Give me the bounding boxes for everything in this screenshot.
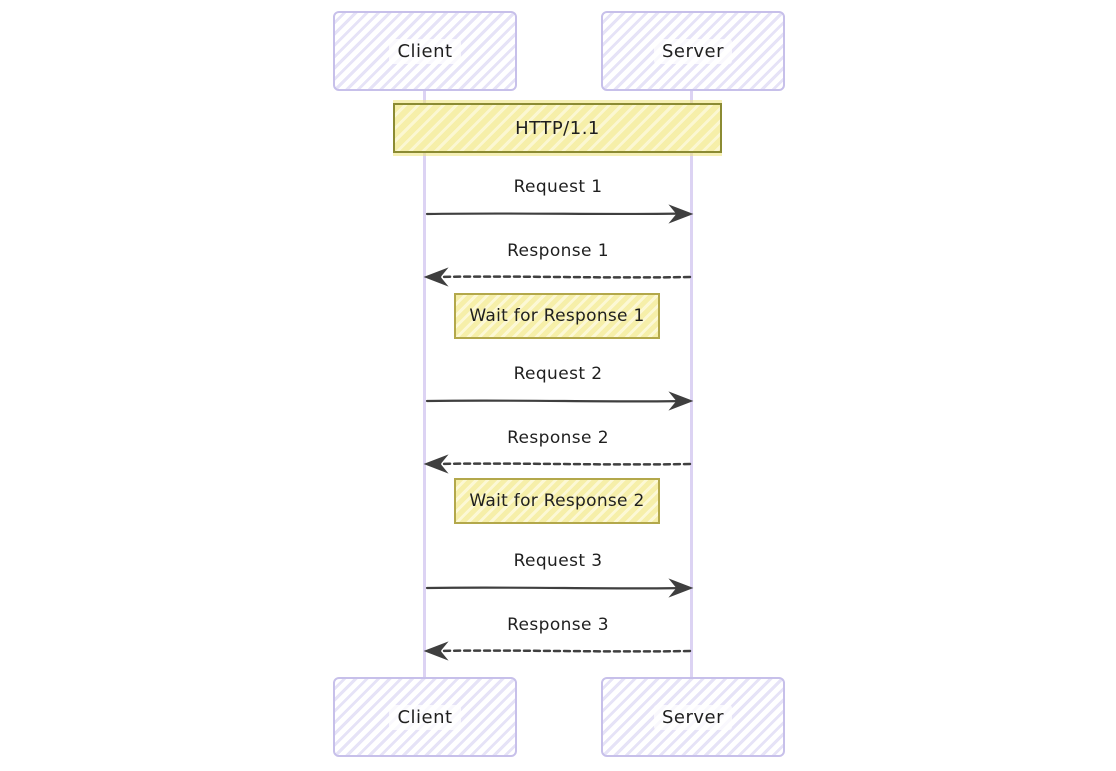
message-label-request-1: Request 1 [513,177,603,197]
message-label-response-1: Response 1 [507,241,609,261]
note-wait-for-response-1: Wait for Response 1 [454,293,660,339]
request-2-arrow [425,391,694,411]
note-wait-for-response-2: Wait for Response 2 [454,478,660,524]
actor-label-server-bottom: Server [653,704,733,730]
message-label-request-2: Request 2 [513,364,603,384]
message-label-response-3: Response 3 [507,615,609,635]
protocol-banner: HTTP/1.1 [393,103,722,153]
message-label-response-2: Response 2 [507,428,609,448]
actor-label-client-bottom: Client [389,704,461,730]
actor-box-server-bottom: Server [601,677,785,757]
actor-label-client-top: Client [389,38,461,64]
actor-label-server-top: Server [653,38,733,64]
response-1-arrow [423,267,692,287]
request-1-arrow [425,204,694,224]
response-3-arrow [423,641,692,661]
actor-box-server-top: Server [601,11,785,91]
request-3-arrow [425,578,694,598]
server-lifeline [690,55,693,717]
actor-box-client-top: Client [333,11,517,91]
actor-box-client-bottom: Client [333,677,517,757]
message-label-request-3: Request 3 [513,551,603,571]
response-2-arrow [423,454,692,474]
client-lifeline [423,55,426,717]
